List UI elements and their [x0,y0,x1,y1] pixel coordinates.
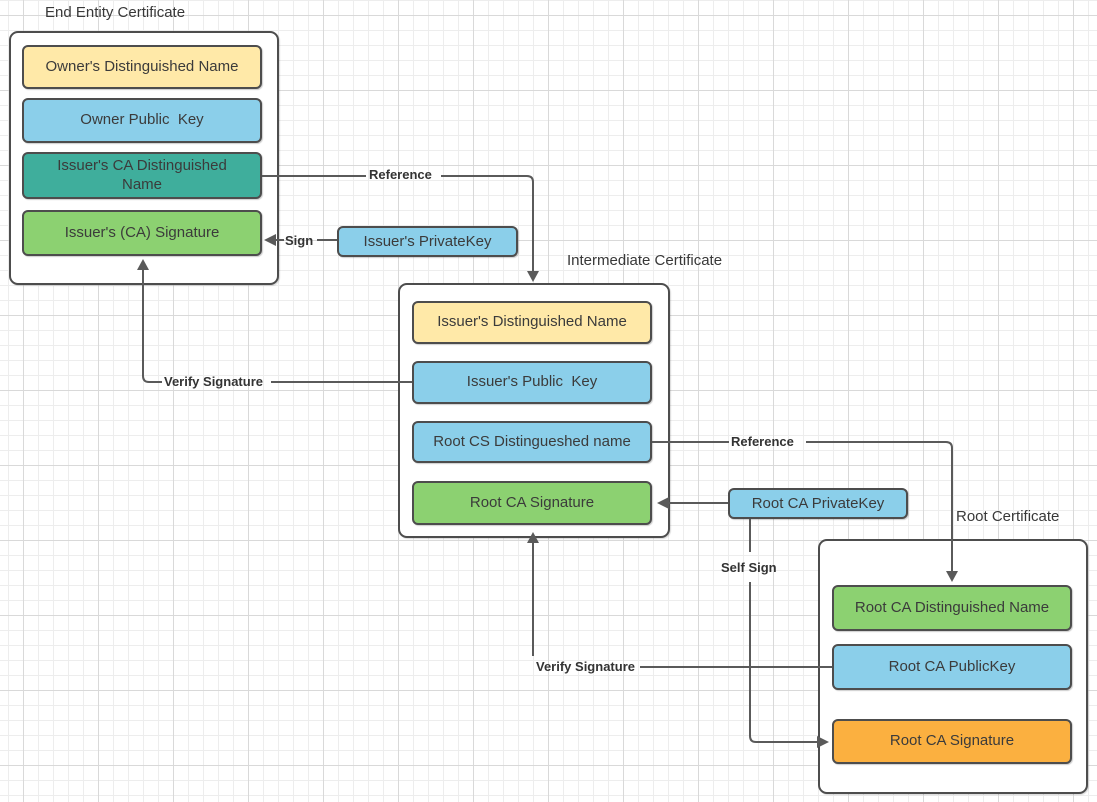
field-root-ca-distinguished-name: Root CA Distinguished Name [832,585,1072,631]
sign-label: Sign [285,233,314,248]
reference-label-top: Reference [369,167,432,182]
field-root-ca-public-key: Root CA PublicKey [832,644,1072,690]
verify-signature-label-bottom: Verify Signature [536,659,635,674]
end-entity-certificate-title: End Entity Certificate [45,4,186,21]
field-owner-public-key: Owner Public Key [22,98,262,143]
field-root-ca-signature-root: Root CA Signature [832,719,1072,764]
root-ca-private-key-node: Root CA PrivateKey [728,488,908,519]
end-entity-certificate-box: Owner's Distinguished Name Owner Public … [9,31,279,285]
field-root-cs-distinguished-name: Root CS Distingueshed name [412,421,652,463]
self-sign-label: Self Sign [721,560,777,575]
intermediate-certificate-title: Intermediate Certificate [567,252,723,269]
arrowhead-down-icon [527,271,539,282]
field-owners-distinguished-name: Owner's Distinguished Name [22,45,262,89]
verify-signature-label-left: Verify Signature [164,374,263,389]
field-issuers-public-key: Issuer's Public Key [412,361,652,404]
intermediate-certificate-box: Issuer's Distinguished Name Issuer's Pub… [398,283,670,538]
reference-label-right: Reference [731,434,794,449]
field-issuers-ca-signature: Issuer's (CA) Signature [22,210,262,256]
issuers-private-key-node: Issuer's PrivateKey [337,226,518,257]
field-issuers-ca-distinguished-name: Issuer's CA Distinguished Name [22,152,262,199]
root-certificate-box: Root CA Distinguished Name Root CA Publi… [818,539,1088,794]
root-certificate-title: Root Certificate [956,508,1060,525]
verify-signature-connector-bottom [527,532,832,668]
field-root-ca-signature-intermediate: Root CA Signature [412,481,652,525]
field-issuers-distinguished-name: Issuer's Distinguished Name [412,301,652,344]
